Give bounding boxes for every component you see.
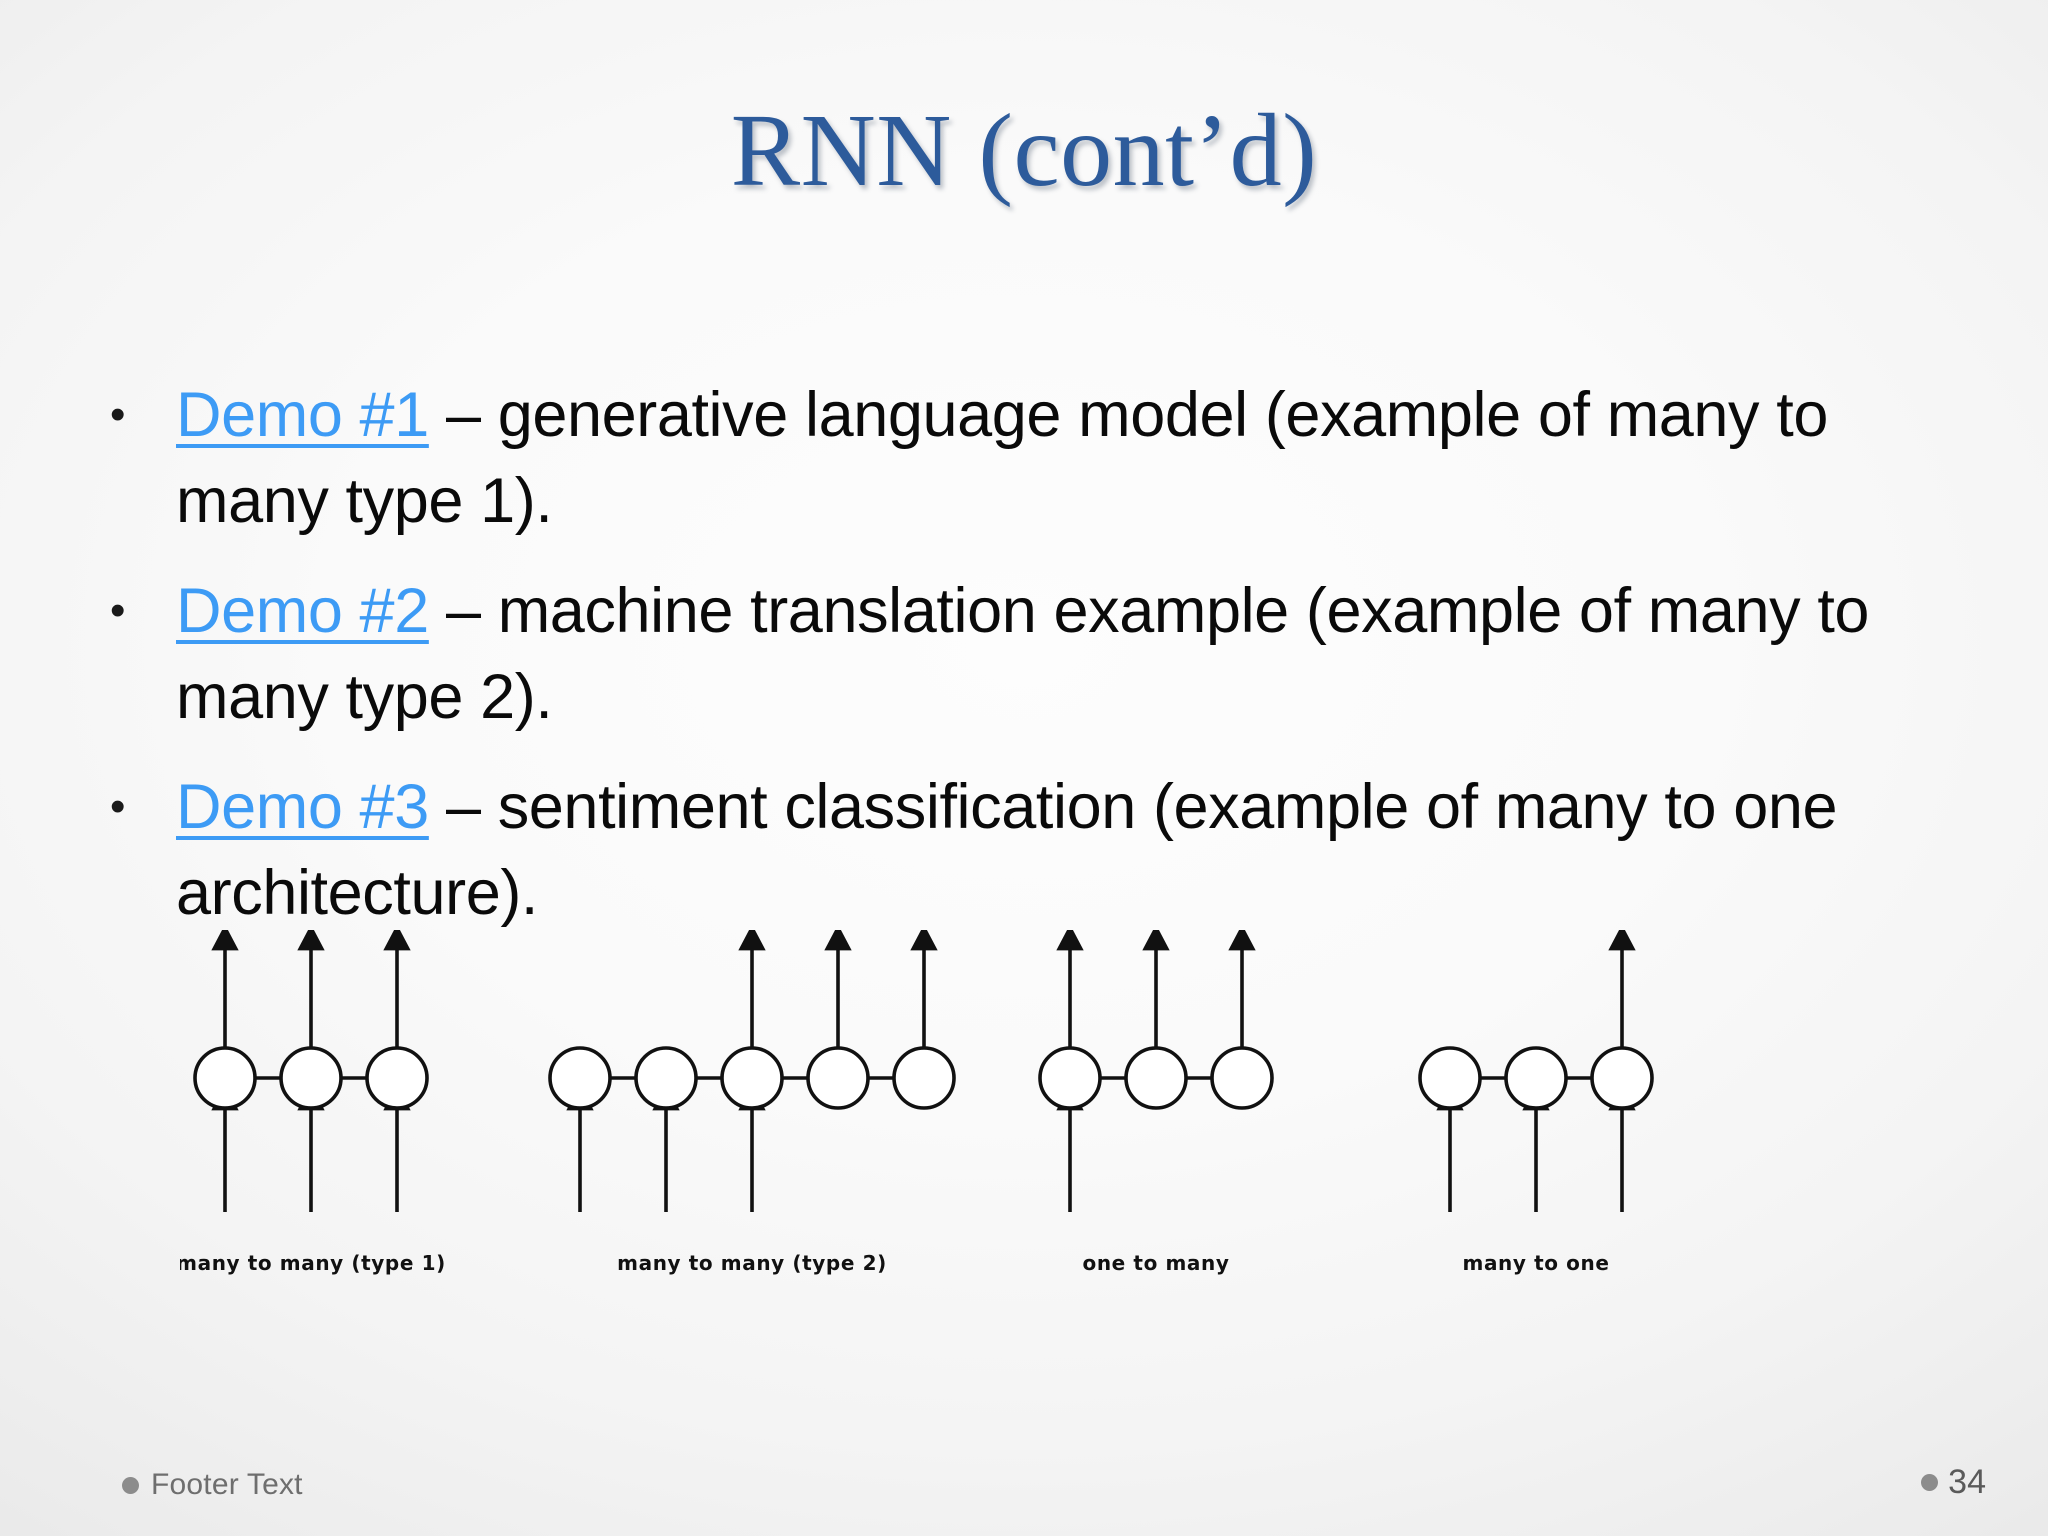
footer-text: Footer Text — [151, 1468, 303, 1501]
rnn-node — [1504, 1046, 1568, 1110]
rnn-node — [720, 1046, 784, 1110]
rnn-panel: many to many (type 1) — [180, 930, 446, 1275]
demo-3-link[interactable]: Demo #3 — [176, 772, 429, 842]
bullet-marker: • — [110, 390, 126, 439]
bullet-list: • Demo #1 – generative language model (e… — [104, 372, 1974, 960]
list-item: • Demo #2 – machine translation example … — [104, 568, 1974, 740]
rnn-node — [365, 1046, 429, 1110]
page-title: RNN (cont’d) — [730, 93, 1318, 208]
rnn-node — [1124, 1046, 1188, 1110]
panel-caption: many to one — [1463, 1251, 1610, 1275]
demo-2-link[interactable]: Demo #2 — [176, 576, 429, 646]
rnn-architecture-diagram: many to many (type 1) many to many (type … — [180, 930, 1900, 1330]
bullet-text: Demo #1 – generative language model (exa… — [176, 372, 1974, 544]
bullet-rest: – sentiment classification (example of m… — [176, 772, 1838, 928]
rnn-node — [1210, 1046, 1274, 1110]
rnn-node — [892, 1046, 956, 1110]
bullet-rest: – generative language model (example of … — [176, 380, 1829, 536]
bullet-text: Demo #3 – sentiment classification (exam… — [176, 764, 1974, 936]
footer: Footer Text — [122, 1468, 303, 1502]
page-number-group: 34 — [1921, 1463, 1986, 1502]
bullet-marker: • — [110, 586, 126, 635]
rnn-node — [1418, 1046, 1482, 1110]
rnn-node — [634, 1046, 698, 1110]
rnn-node — [806, 1046, 870, 1110]
panel-caption: one to many — [1083, 1251, 1230, 1275]
panel-caption: many to many (type 1) — [180, 1251, 446, 1275]
demo-1-link[interactable]: Demo #1 — [176, 380, 429, 450]
bullet-rest: – machine translation example (example o… — [176, 576, 1870, 732]
rnn-panel: many to one — [1418, 930, 1654, 1275]
rnn-node — [548, 1046, 612, 1110]
rnn-node — [1038, 1046, 1102, 1110]
panel-caption: many to many (type 2) — [617, 1251, 887, 1275]
list-item: • Demo #3 – sentiment classification (ex… — [104, 764, 1974, 936]
footer-bullet-icon — [122, 1476, 139, 1494]
rnn-node — [279, 1046, 343, 1110]
bullet-marker: • — [110, 782, 126, 831]
rnn-panel: one to many — [1038, 930, 1274, 1275]
rnn-node — [1590, 1046, 1654, 1110]
list-item: • Demo #1 – generative language model (e… — [104, 372, 1974, 544]
rnn-panel: many to many (type 2) — [548, 930, 956, 1275]
page-number: 34 — [1948, 1463, 1986, 1501]
rnn-diagram-svg: many to many (type 1) many to many (type … — [180, 930, 1654, 1275]
bullet-text: Demo #2 – machine translation example (e… — [176, 568, 1974, 740]
page-bullet-icon — [1921, 1474, 1939, 1491]
rnn-node — [193, 1046, 257, 1110]
